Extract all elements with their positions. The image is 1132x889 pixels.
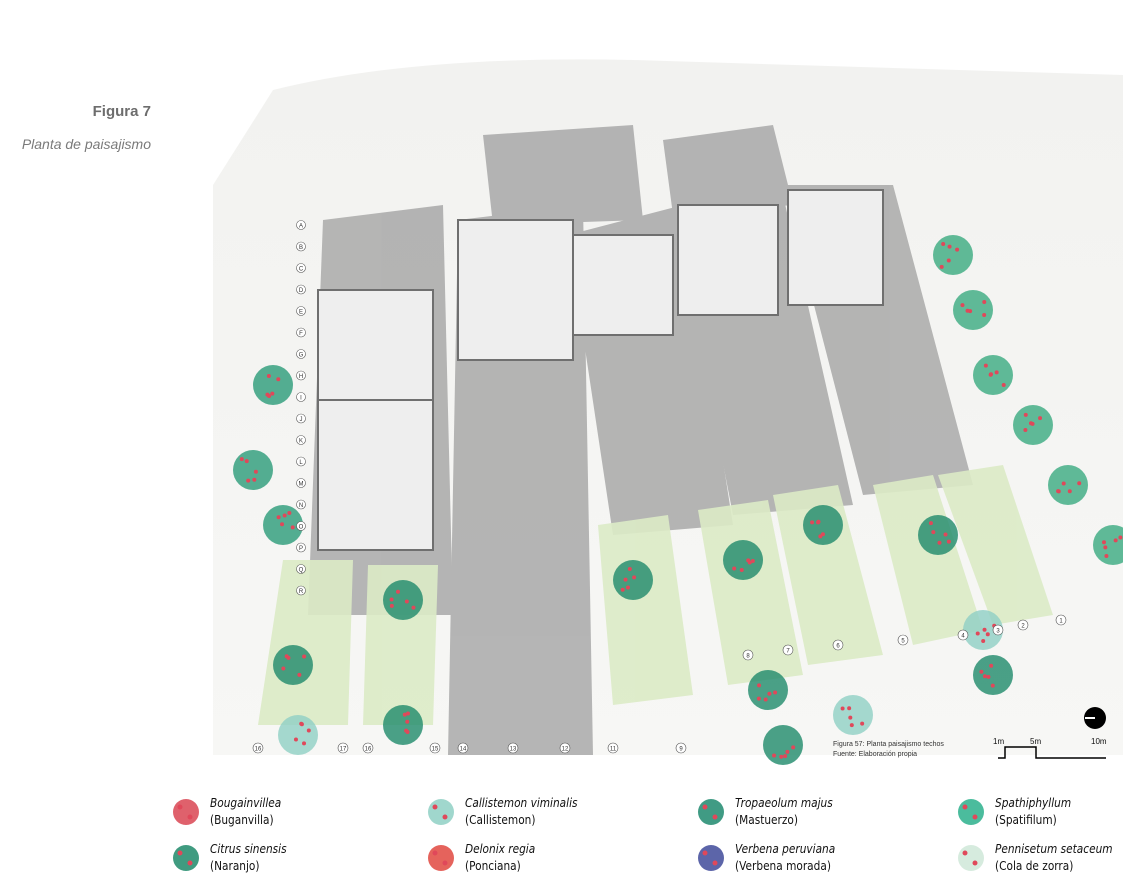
scale-label-5m: 5m <box>1030 737 1041 746</box>
legend-scientific-name: Callistemon viminalis <box>465 795 578 812</box>
tree-symbol <box>613 560 653 600</box>
grid-row-label: H <box>299 374 303 380</box>
grid-row-label: M <box>299 482 304 488</box>
legend-scientific-name: Spathiphyllum <box>995 795 1071 812</box>
tree-symbol <box>973 655 1013 695</box>
grid-column-label: 13 <box>510 747 517 753</box>
legend-item: Verbena peruviana(Verbena morada) <box>695 841 849 875</box>
legend-common-name: (Cola de zorra) <box>995 858 1113 875</box>
figure-title: Planta de paisajismo <box>22 136 151 152</box>
scale-label-1m: 1m <box>993 737 1004 746</box>
grid-row-label: Q <box>299 568 304 574</box>
grid-row-label: F <box>299 331 303 337</box>
verbena-icon <box>695 841 727 875</box>
tree-symbol <box>953 290 993 330</box>
tree-symbol <box>833 695 873 735</box>
tree-symbol <box>278 715 318 755</box>
grid-column-label: 12 <box>562 747 569 753</box>
grid-row-label: K <box>299 439 303 445</box>
tree-symbol <box>803 505 843 545</box>
tree-symbol <box>383 580 423 620</box>
scale-label-10m: 10m <box>1091 737 1107 746</box>
grid-row-label: G <box>299 353 304 359</box>
legend-item: Callistemon viminalis(Callistemon) <box>425 795 593 829</box>
legend-scientific-name: Delonix regia <box>465 841 535 858</box>
legend-common-name: (Ponciana) <box>465 858 535 875</box>
legend-item: Citrus sinensis(Naranjo) <box>170 841 297 875</box>
legend-scientific-name: Bougainvillea <box>210 795 281 812</box>
tree-symbol <box>383 705 423 745</box>
tree-symbol <box>723 540 763 580</box>
tree-symbol <box>973 355 1013 395</box>
legend-common-name: (Spatifilum) <box>995 812 1071 829</box>
legend-scientific-name: Tropaeolum majus <box>735 795 833 812</box>
legend-item: Delonix regia(Ponciana) <box>425 841 545 875</box>
legend-item: Pennisetum setaceum(Cola de zorra) <box>955 841 1129 875</box>
grid-row-label: O <box>299 525 304 531</box>
grid-row-label: E <box>299 310 303 316</box>
pennisetum-icon <box>955 841 987 875</box>
tropaeolum-icon <box>695 795 727 829</box>
legend-common-name: (Callistemon) <box>465 812 578 829</box>
legend-common-name: (Buganvilla) <box>210 812 281 829</box>
legend-common-name: (Naranjo) <box>210 858 287 875</box>
legend-item: Spathiphyllum(Spatifilum) <box>955 795 1082 829</box>
callistemon-icon <box>425 795 457 829</box>
grid-row-label: A <box>299 224 303 230</box>
figure-number: Figura 7 <box>93 103 151 120</box>
caption-title: Figura 57: Planta paisajismo techos <box>833 740 944 750</box>
grid-column-label: 15 <box>432 747 439 753</box>
grid-row-label: P <box>299 546 303 552</box>
landscape-plan-drawing: ABCDEFGHIJKLMNOPQR 161716151413121198765… <box>213 55 1123 767</box>
tree-symbol <box>933 235 973 275</box>
grid-row-label: J <box>300 417 303 423</box>
tree-symbol <box>233 450 273 490</box>
grid-column-label: 16 <box>255 747 262 753</box>
legend-scientific-name: Pennisetum setaceum <box>995 841 1113 858</box>
citrus-icon <box>170 841 202 875</box>
tree-symbol <box>763 725 803 765</box>
tree-symbol <box>253 365 293 405</box>
grid-row-label: C <box>299 267 304 273</box>
grid-column-label: 16 <box>365 747 372 753</box>
bougainvillea-icon <box>170 795 202 829</box>
grid-row-label: R <box>299 589 304 595</box>
grid-row-label: N <box>299 503 303 509</box>
tree-symbol <box>748 670 788 710</box>
grid-column-label: 17 <box>340 747 347 753</box>
legend-common-name: (Mastuerzo) <box>735 812 833 829</box>
plant-legend: Bougainvillea(Buganvilla) Callistemon vim… <box>170 795 1130 885</box>
plan-caption: Figura 57: Planta paisajismo techos Fuen… <box>833 740 944 760</box>
legend-item: Tropaeolum majus(Mastuerzo) <box>695 795 846 829</box>
grid-row-label: B <box>299 245 303 251</box>
grid-column-label: 14 <box>460 747 467 753</box>
legend-scientific-name: Citrus sinensis <box>210 841 287 858</box>
delonix-icon <box>425 841 457 875</box>
caption-source: Fuente: Elaboración propia <box>833 750 944 760</box>
legend-common-name: (Verbena morada) <box>735 858 835 875</box>
legend-scientific-name: Verbena peruviana <box>735 841 835 858</box>
grid-row-label: D <box>299 288 304 294</box>
spathiphyllum-icon <box>955 795 987 829</box>
legend-item: Bougainvillea(Buganvilla) <box>170 795 291 829</box>
tree-symbol <box>918 515 958 555</box>
tree-symbol <box>1048 465 1088 505</box>
grid-column-label: 11 <box>610 747 617 753</box>
tree-symbol <box>273 645 313 685</box>
